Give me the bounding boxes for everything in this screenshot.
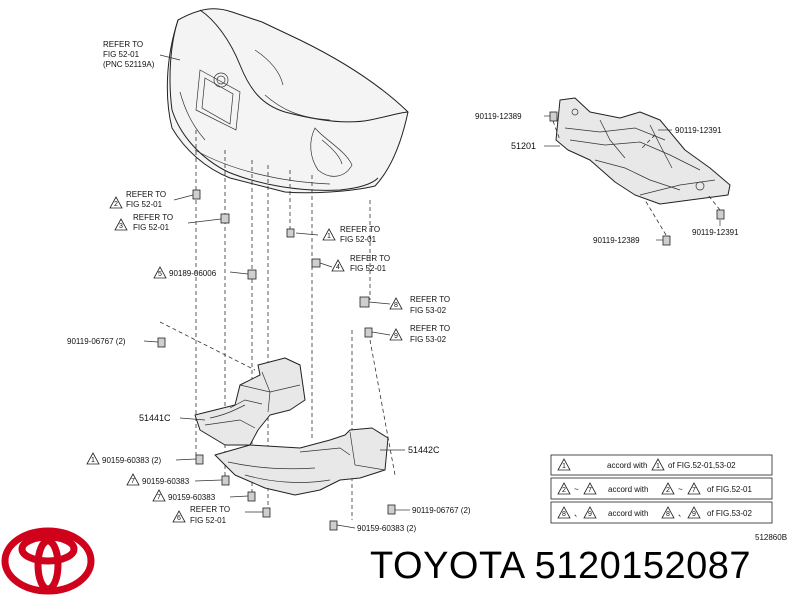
toyota-logo-icon xyxy=(1,527,95,595)
svg-text:2: 2 xyxy=(666,487,670,494)
svg-text:FIG 52-01: FIG 52-01 xyxy=(190,516,227,525)
part-51201: 51201 xyxy=(511,141,536,151)
svg-text:8: 8 xyxy=(562,511,566,518)
svg-text:90159-60383: 90159-60383 xyxy=(168,493,216,502)
svg-text:9: 9 xyxy=(588,511,592,518)
svg-text:90159-60383 (2): 90159-60383 (2) xyxy=(102,456,161,465)
part-90119-12391-bot: 90119-12391 xyxy=(692,228,739,237)
svg-text:7: 7 xyxy=(131,478,135,485)
legend-table: 1 accord with 1 of FIG.52-01,53-02 2 ~ 7… xyxy=(550,454,773,524)
part-90189-06006: 5 90189-06006 xyxy=(153,266,217,279)
svg-text:、: 、 xyxy=(678,509,686,518)
legend-row-3: 8 、 9 accord with 8 、 9 of FIG.53-02 xyxy=(557,506,752,519)
svg-text:1: 1 xyxy=(327,233,331,240)
svg-text:8: 8 xyxy=(666,511,670,518)
svg-text:7: 7 xyxy=(692,487,696,494)
svg-text:REFER TO: REFER TO xyxy=(350,254,390,263)
svg-text:~: ~ xyxy=(574,485,579,494)
legend-row-1: 1 accord with 1 of FIG.52-01,53-02 xyxy=(557,458,736,471)
svg-text:FIG 52-01: FIG 52-01 xyxy=(350,264,387,273)
legend-row-2: 2 ~ 7 accord with 2 ~ 7 of FIG.52-01 xyxy=(557,482,752,495)
svg-text:4: 4 xyxy=(336,264,340,271)
svg-text:9: 9 xyxy=(394,333,398,340)
bumper-refer-line2: FIG 52-01 xyxy=(103,50,140,59)
bumper-refer-line1: REFER TO xyxy=(103,40,143,49)
svg-text:7: 7 xyxy=(157,494,161,501)
part-90119-12389-bot: 90119-12389 xyxy=(593,236,640,245)
part-90119-06767-right: 90119-06767 (2) xyxy=(412,506,471,515)
front-bumper-drawing xyxy=(159,8,409,194)
engine-under-cover-51442C xyxy=(214,427,389,496)
svg-text:accord with: accord with xyxy=(607,461,647,470)
part-90159-60383-right: 90159-60383 (2) xyxy=(357,524,416,533)
svg-text:3: 3 xyxy=(119,223,123,230)
svg-text:8: 8 xyxy=(394,302,398,309)
svg-text:FIG 53-02: FIG 53-02 xyxy=(410,335,447,344)
part-51442C: 51442C xyxy=(408,445,440,455)
svg-text:、: 、 xyxy=(574,509,582,518)
svg-text:FIG 52-01: FIG 52-01 xyxy=(340,235,377,244)
bolts xyxy=(157,111,725,531)
ref-callout-8: 8 REFER TO FIG 53-02 xyxy=(389,295,450,315)
svg-text:~: ~ xyxy=(678,485,683,494)
svg-text:1: 1 xyxy=(91,457,95,464)
ref-callout-4: 4 REFER TO FIG 52-01 xyxy=(331,254,390,273)
svg-text:REFER TO: REFER TO xyxy=(190,505,230,514)
svg-text:FIG 53-02: FIG 53-02 xyxy=(410,306,447,315)
part-90119-12391-top: 90119-12391 xyxy=(675,126,722,135)
svg-text:FIG 52-01: FIG 52-01 xyxy=(133,223,170,232)
ref-callout-6: 6 REFER TO FIG 52-01 xyxy=(172,505,230,525)
engine-under-cover-51441C xyxy=(194,357,306,446)
part-90119-12389-top: 90119-12389 xyxy=(475,112,522,121)
part-90159-60383-2-left: 1 90159-60383 (2) xyxy=(86,452,161,465)
part-51441C: 51441C xyxy=(139,413,171,423)
svg-text:6: 6 xyxy=(177,515,181,522)
svg-text:REFER TO: REFER TO xyxy=(133,213,173,222)
bumper-refer-line3: (PNC 52119A) xyxy=(103,60,155,69)
svg-text:of FIG.53-02: of FIG.53-02 xyxy=(707,509,752,518)
svg-text:90159-60383: 90159-60383 xyxy=(142,477,190,486)
svg-text:accord with: accord with xyxy=(608,485,648,494)
ref-callout-9: 9 REFER TO FIG 53-02 xyxy=(389,324,450,344)
ref-callout-1: 1 REFER TO FIG 52-01 xyxy=(322,225,380,244)
brand-part-number: TOYOTA 5120152087 xyxy=(370,545,752,587)
svg-text:2: 2 xyxy=(114,201,118,208)
svg-text:90189-06006: 90189-06006 xyxy=(169,269,217,278)
svg-text:REFER TO: REFER TO xyxy=(340,225,380,234)
ref-callout-3: 3 REFER TO FIG 52-01 xyxy=(114,213,173,232)
svg-text:7: 7 xyxy=(588,487,592,494)
crossmember-51201 xyxy=(552,97,731,236)
svg-text:REFER TO: REFER TO xyxy=(410,324,450,333)
svg-text:5: 5 xyxy=(158,271,162,278)
svg-text:1: 1 xyxy=(656,463,660,470)
ref-callout-2: 2 REFER TO FIG 52-01 xyxy=(109,190,166,209)
svg-text:1: 1 xyxy=(562,463,566,470)
svg-text:accord with: accord with xyxy=(608,509,648,518)
leader-lines xyxy=(143,115,721,529)
svg-text:of FIG.52-01,53-02: of FIG.52-01,53-02 xyxy=(668,461,736,470)
svg-text:REFER TO: REFER TO xyxy=(410,295,450,304)
svg-text:REFER TO: REFER TO xyxy=(126,190,166,199)
svg-text:9: 9 xyxy=(692,511,696,518)
part-90159-60383-b: 7 90159-60383 xyxy=(152,489,216,502)
diagram-code: 512860B xyxy=(755,533,787,542)
part-90159-60383-a: 7 90159-60383 xyxy=(126,473,190,486)
svg-text:2: 2 xyxy=(562,487,566,494)
svg-text:of FIG.52-01: of FIG.52-01 xyxy=(707,485,752,494)
svg-text:FIG 52-01: FIG 52-01 xyxy=(126,200,163,209)
part-90119-06767-left: 90119-06767 (2) xyxy=(67,337,126,346)
